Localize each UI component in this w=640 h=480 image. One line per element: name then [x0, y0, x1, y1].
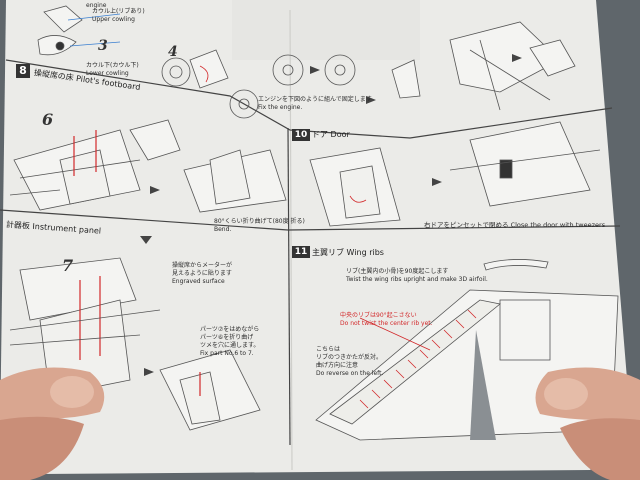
bend-en: Bend. [214, 226, 232, 233]
reverse-left-en: Do reverse on the left. [316, 370, 384, 377]
engine-fix-jp: エンジンを下図のように組んで固定します [258, 96, 372, 103]
wing-rib-jp: リブ(主翼内の小骨)を90度起こします [346, 268, 449, 275]
engraved-en: Engraved surface [172, 278, 225, 285]
fix-part-jp-2: パーツ⑥を折り曲げ [200, 334, 254, 341]
step-7-number: 7 [62, 256, 74, 275]
engine-fix-en: Fix the engine. [258, 104, 303, 111]
reverse-left-jp-3: 曲げ方向に注意 [316, 362, 359, 369]
section-10-title: ドア Door [312, 130, 350, 139]
section-11-badge: 11 [292, 246, 310, 258]
lower-cowling-en: Lower cowling [86, 70, 129, 77]
upper-cowling-en: Upper cowling [92, 16, 135, 23]
section-10-badge: 10 [292, 129, 310, 141]
reverse-left-jp-2: リブのつきかたが反対。 [316, 354, 383, 361]
step-6-number: 6 [42, 110, 54, 129]
center-rib-en: Do not twist the center rib yet. [340, 320, 433, 327]
fix-part-en: Fix part No.6 to 7. [200, 350, 254, 357]
reverse-left-jp-1: こちらは [316, 346, 341, 353]
center-rib-jp: 中央のリブは90°起こさない [340, 312, 417, 319]
engraved-jp-2: 見えるように貼ります [172, 270, 232, 277]
lower-cowling-jp: カウル下(カウル下) [86, 62, 139, 69]
fix-part-jp-1: パーツ⑦をはめながら [200, 326, 260, 333]
section-8-badge: 8 [16, 64, 30, 78]
close-door-instruction: 右ドアをピンセットで閉める Close the door with tweeze… [424, 221, 606, 229]
wing-rib-en: Twist the wing ribs upright and make 3D … [346, 276, 488, 283]
engraved-jp-1: 操縦席からメーターが [172, 262, 233, 269]
fix-part-jp-3: ツメを穴に通します。 [200, 342, 260, 349]
section-11-title: 主翼リブ Wing ribs [312, 248, 384, 257]
step-4-number: 4 [168, 44, 178, 60]
top-header-word: engine [86, 2, 107, 9]
upper-cowling-jp: カウル上(リブあり) [92, 8, 145, 15]
step-3-number: 3 [98, 38, 108, 54]
bend-jp: 80°くらい折り曲げて(80度 折る) [214, 218, 305, 225]
